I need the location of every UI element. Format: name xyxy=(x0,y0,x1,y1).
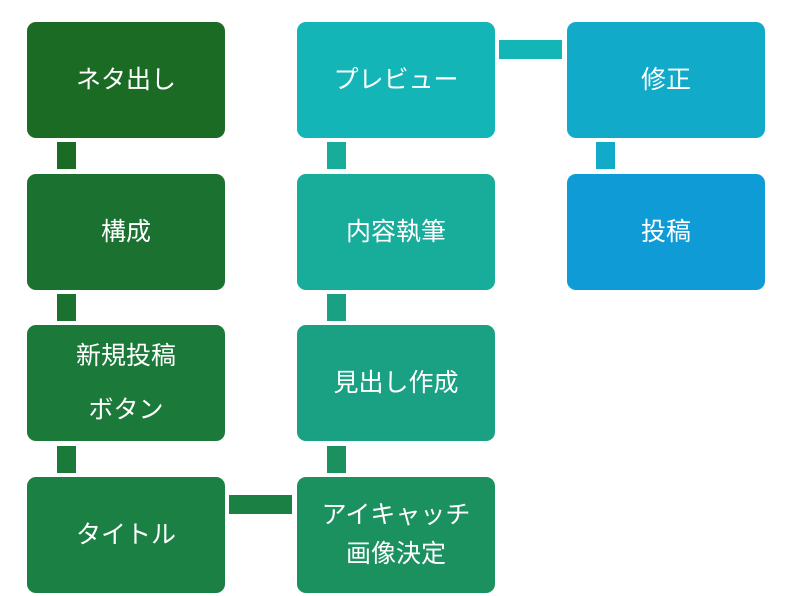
step-eyecatch-image: アイキャッチ 画像決定 xyxy=(297,477,495,593)
step-label: ネタ出し xyxy=(75,65,176,94)
step-label: 修正 xyxy=(640,65,691,94)
step-neta-dashi: ネタ出し xyxy=(27,22,225,138)
step-writing: 内容執筆 xyxy=(297,174,495,290)
step-headings: 見出し作成 xyxy=(297,325,495,441)
connector-6-7 xyxy=(327,294,346,321)
step-label: プレビュー xyxy=(333,65,459,94)
step-label: 内容執筆 xyxy=(345,217,446,246)
step-label: 構成 xyxy=(100,217,151,246)
step-preview: プレビュー xyxy=(297,22,495,138)
connector-2-3 xyxy=(57,294,76,321)
step-title: タイトル xyxy=(27,477,225,593)
step-label: アイキャッチ 画像決定 xyxy=(321,500,471,568)
connector-3-4 xyxy=(57,446,76,473)
step-kousei: 構成 xyxy=(27,174,225,290)
connector-5-6 xyxy=(327,446,346,473)
step-label: 見出し作成 xyxy=(333,368,459,397)
connector-4-5 xyxy=(229,495,292,514)
step-label: 投稿 xyxy=(640,217,691,246)
step-new-post-button: 新規投稿 ボタン xyxy=(27,325,225,441)
step-revise: 修正 xyxy=(567,22,765,138)
connector-9-10 xyxy=(596,142,615,169)
step-label: タイトル xyxy=(75,520,176,549)
step-publish: 投稿 xyxy=(567,174,765,290)
step-label: 新規投稿 ボタン xyxy=(75,341,176,424)
connector-8-9 xyxy=(499,40,562,59)
connector-1-2 xyxy=(57,142,76,169)
connector-7-8 xyxy=(327,142,346,169)
